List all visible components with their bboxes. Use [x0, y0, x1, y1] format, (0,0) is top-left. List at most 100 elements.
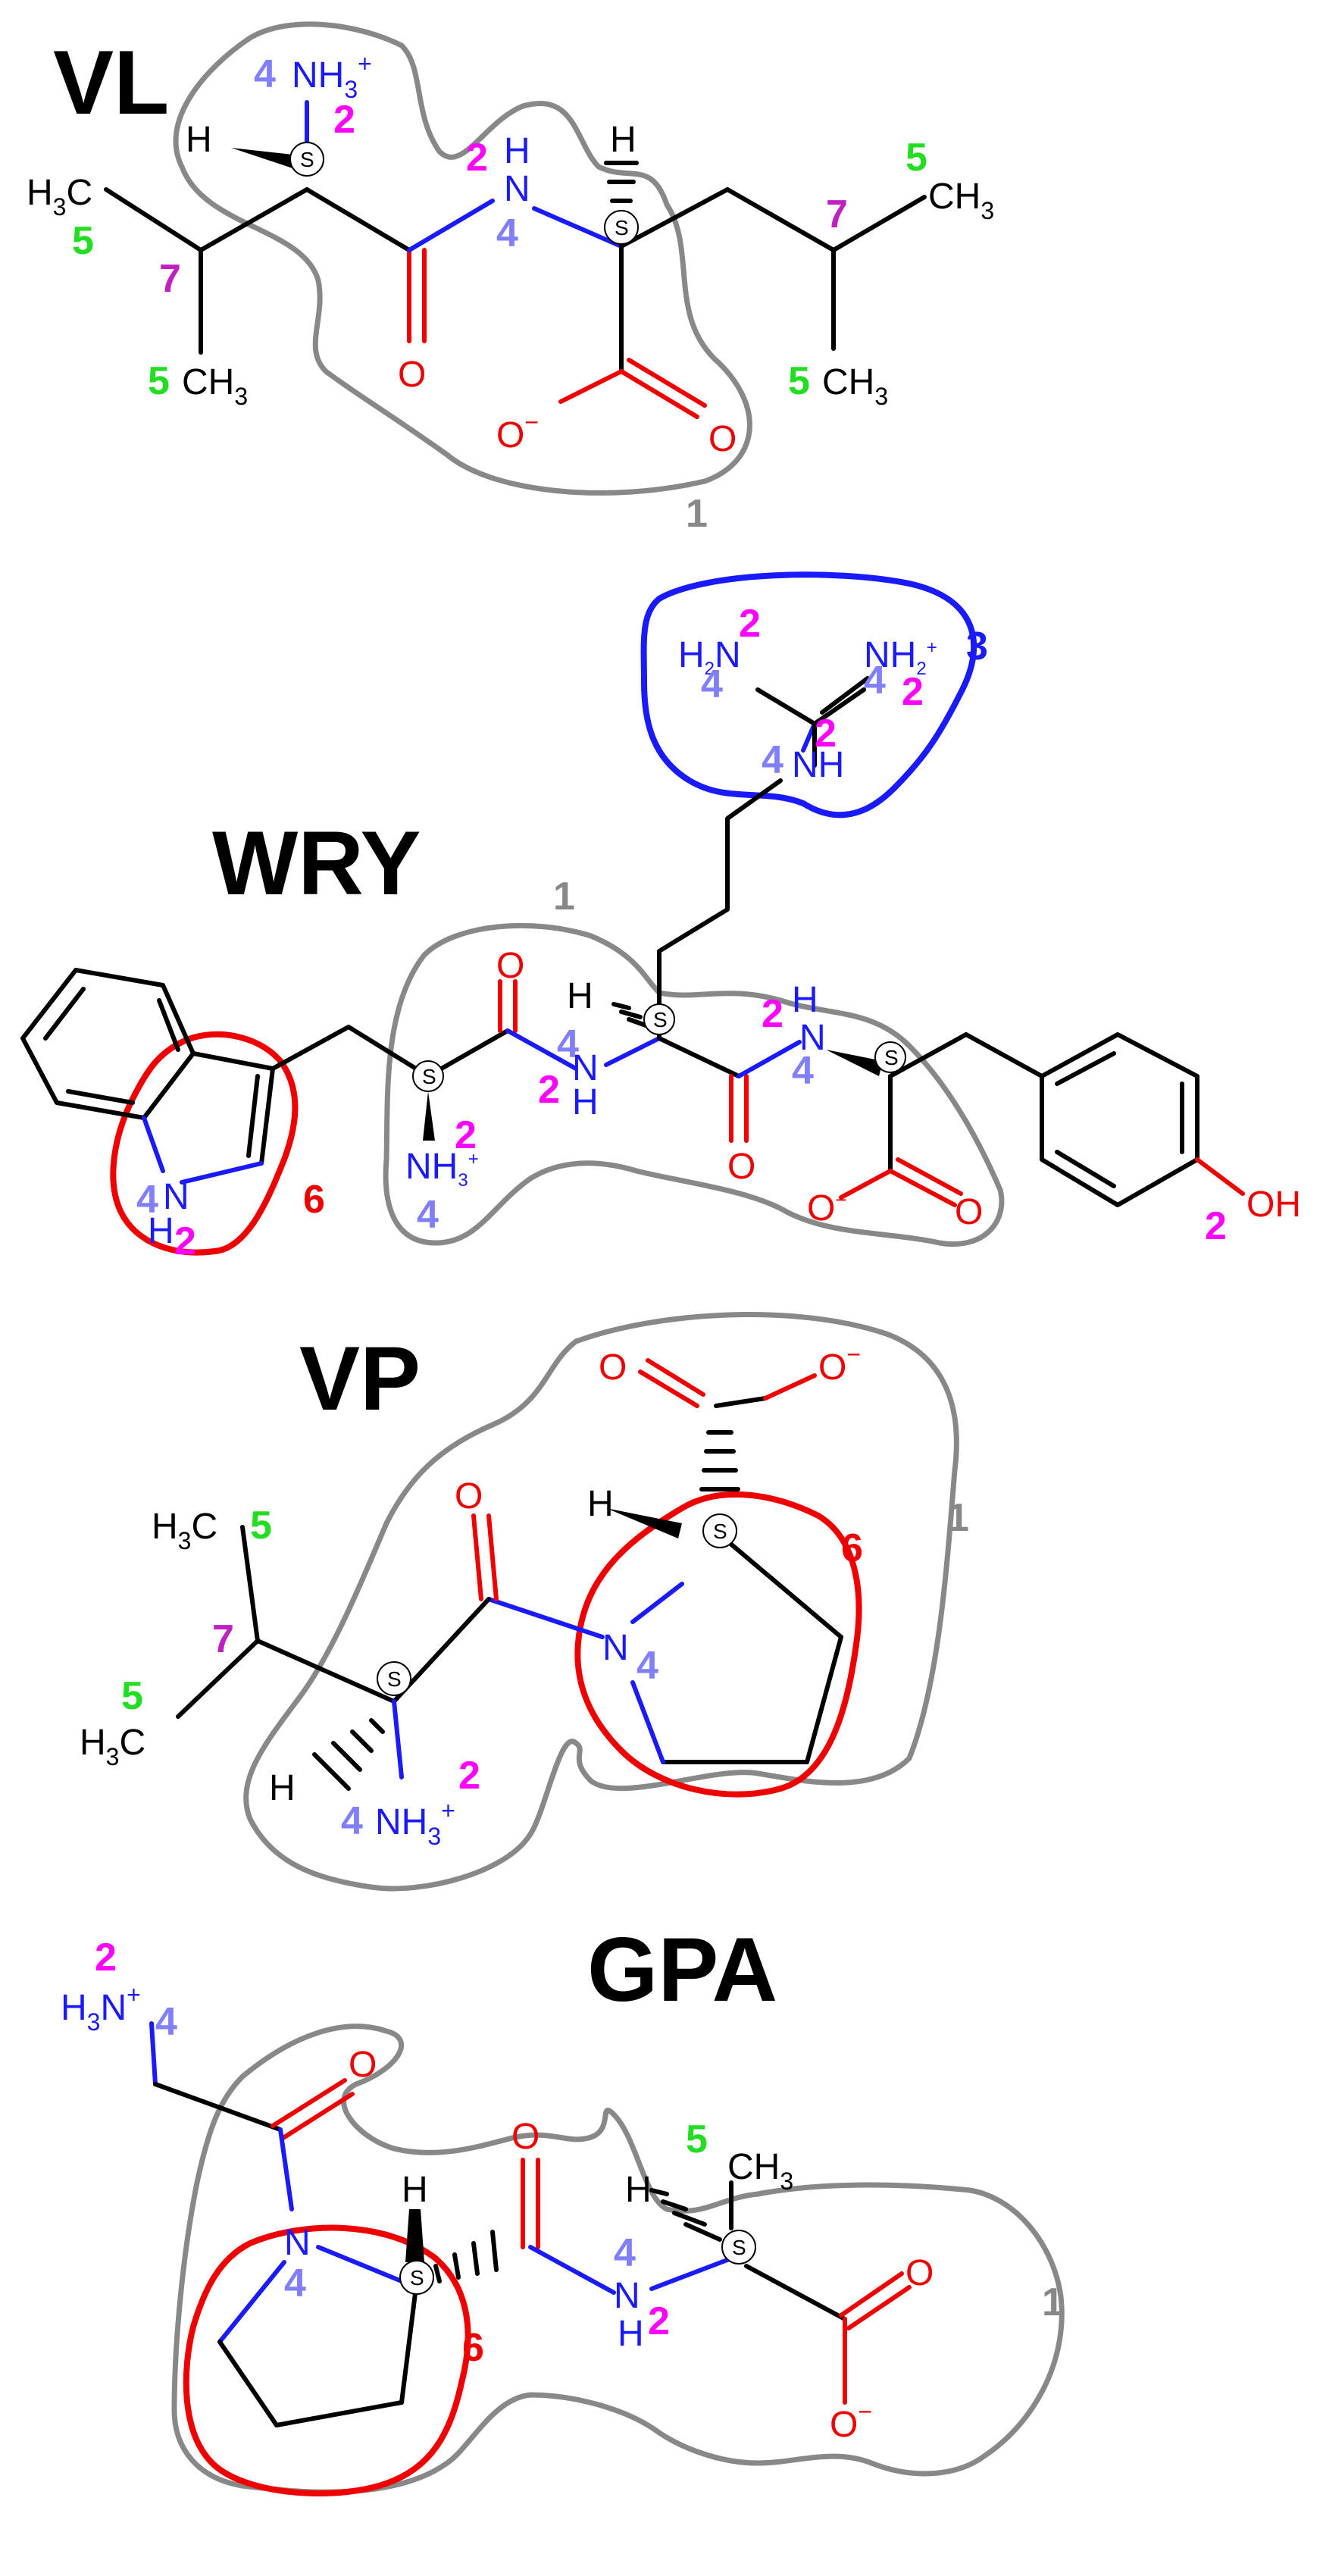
bond	[619, 187, 730, 249]
bond	[627, 358, 707, 408]
stereo-center: S	[399, 2260, 434, 2295]
svg-text:S: S	[713, 1520, 727, 1543]
bond	[271, 1025, 351, 1071]
atom-label: H	[572, 1082, 599, 1122]
stereo-center: S	[377, 1661, 411, 1696]
group-number: 4	[417, 1193, 439, 1237]
bond	[392, 1699, 404, 1779]
atom-label: N	[799, 1018, 826, 1058]
wedge-bond	[405, 2209, 424, 2262]
bond	[271, 2078, 347, 2128]
group-number: 7	[159, 257, 181, 301]
atom-label: H	[567, 976, 593, 1016]
atom-label: N	[163, 1177, 189, 1217]
group-number: 5	[788, 359, 810, 403]
bond	[505, 1028, 578, 1071]
atom-label: H	[792, 980, 818, 1020]
bond	[240, 1525, 260, 1643]
stereo-center: S	[721, 2230, 756, 2265]
bond	[104, 187, 203, 252]
svg-text:S: S	[732, 2236, 746, 2259]
group-6-outline	[183, 2224, 471, 2496]
molecule-title: VL	[53, 32, 169, 133]
bond	[619, 369, 699, 419]
hashed-bond	[433, 2230, 499, 2283]
atom-label: NH3+	[375, 1797, 455, 1850]
wedge-bond	[423, 1091, 435, 1141]
atom-label: H	[504, 131, 530, 171]
bond	[407, 199, 495, 252]
group-number: 4	[136, 1178, 158, 1222]
phenol-ring	[1040, 1032, 1245, 1207]
atom-label: H	[618, 2314, 644, 2354]
bond	[896, 1157, 963, 1196]
atom-label: O	[599, 1347, 627, 1388]
bond	[558, 369, 624, 404]
atom-label: N	[504, 169, 530, 209]
bond	[280, 2092, 355, 2141]
atom-label: CH3	[822, 362, 888, 410]
atom-label: H	[269, 1768, 296, 1808]
bond	[763, 1373, 817, 1401]
group-number: 2	[458, 1754, 480, 1798]
group-1-outline	[173, 21, 752, 496]
bond	[638, 1369, 699, 1408]
bond	[820, 676, 870, 715]
group-number: 4	[636, 1644, 658, 1688]
svg-text:S: S	[615, 216, 629, 239]
atom-label: O	[708, 419, 737, 459]
bond	[316, 2245, 404, 2283]
group-number: 6	[303, 1178, 325, 1222]
bond	[217, 2260, 286, 2344]
molecule-title: WRY	[212, 812, 421, 914]
atom-label: O	[727, 1147, 755, 1187]
atom-label: O−	[807, 1188, 847, 1229]
stereo-center: S	[289, 142, 324, 177]
atom-label: H3C	[80, 1723, 145, 1770]
stereo-center: S	[412, 1060, 444, 1092]
atom-label: H	[625, 2170, 652, 2210]
group-number: 2	[902, 670, 924, 714]
bond	[657, 1036, 741, 1078]
atom-label: O	[955, 1192, 983, 1232]
stereo-center: S	[643, 1003, 675, 1035]
bond	[399, 2279, 419, 2405]
atom-label: O	[455, 1476, 483, 1516]
bond	[630, 1582, 684, 1624]
bond	[255, 1639, 396, 1704]
atom-label: OH	[1246, 1185, 1301, 1225]
bond	[805, 1635, 843, 1764]
side-chain	[657, 778, 783, 1041]
bond	[532, 206, 624, 249]
wedge-bond	[826, 1050, 883, 1076]
bond	[888, 1032, 968, 1078]
group-number: 2	[815, 712, 837, 756]
bond	[630, 1680, 665, 1764]
atom-label: N	[614, 2276, 640, 2316]
group-number: 3	[966, 624, 988, 668]
stereo-center: S	[604, 210, 639, 245]
group-number: 7	[212, 1617, 234, 1661]
atom-label: H	[587, 1484, 614, 1524]
molecule-title: GPA	[587, 1919, 777, 2020]
atom-label: H	[402, 2170, 428, 2210]
atom-label: O	[349, 2045, 377, 2085]
bond	[755, 687, 817, 726]
bond	[604, 1036, 662, 1067]
group-1-outline	[243, 1312, 959, 1892]
atom-label: CH3	[727, 2147, 793, 2195]
atom-label: O	[905, 2253, 934, 2293]
group-number: 4	[155, 2000, 177, 2044]
bond	[217, 2340, 279, 2427]
svg-text:S: S	[410, 2266, 424, 2290]
group-number: 5	[148, 359, 170, 403]
atom-label: N	[284, 2223, 311, 2263]
molecule-title: VP	[299, 1328, 421, 1429]
group-1-outline	[383, 922, 1005, 1247]
bond	[831, 195, 927, 252]
atom-label: NH3+	[405, 1147, 479, 1191]
group-number: 1	[686, 492, 708, 536]
atom-label: O	[496, 946, 524, 986]
group-number: 5	[72, 219, 94, 263]
atom-label: N	[602, 1628, 629, 1668]
